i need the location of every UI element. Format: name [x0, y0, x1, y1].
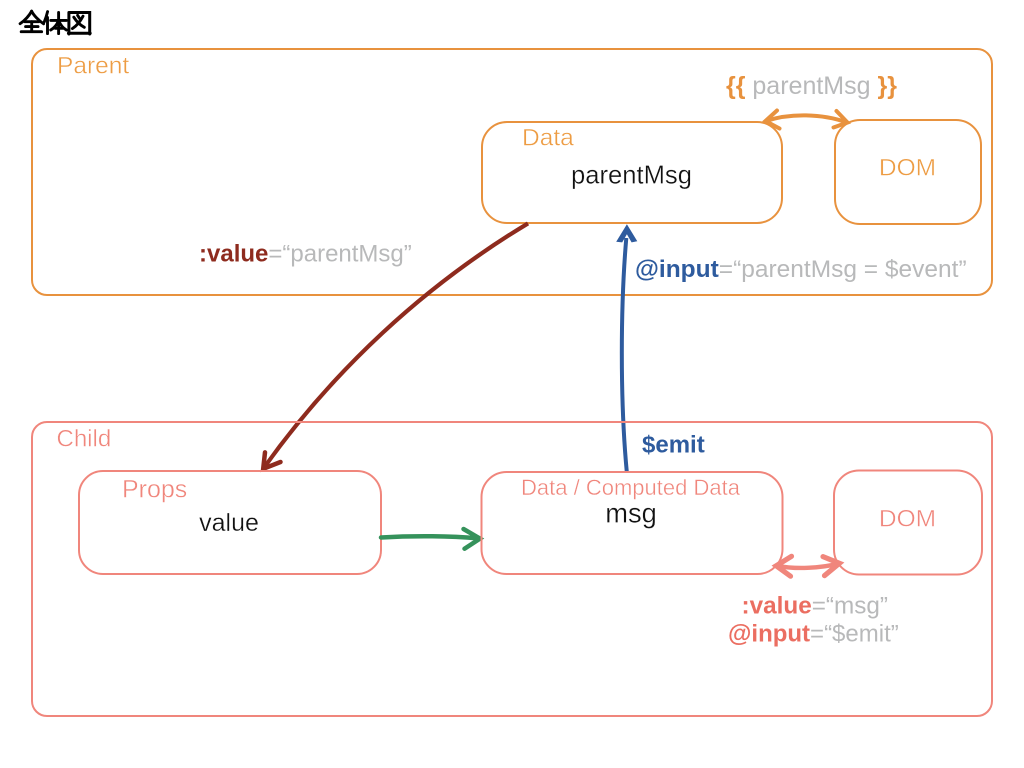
svg-text:value: value	[199, 509, 259, 537]
svg-text:msg: msg	[605, 497, 657, 528]
svg-text:@input=“$emit”: @input=“$emit”	[728, 620, 899, 647]
svg-text::value=“msg”: :value=“msg”	[742, 593, 889, 620]
svg-text:DOM: DOM	[879, 154, 936, 181]
svg-text:Props: Props	[122, 475, 187, 503]
svg-text:@input=“parentMsg = $event”: @input=“parentMsg = $event”	[635, 256, 967, 283]
svg-text:parentMsg: parentMsg	[571, 162, 692, 190]
svg-text:Data / Computed Data: Data / Computed Data	[521, 475, 741, 500]
svg-text:Parent: Parent	[57, 53, 129, 80]
svg-text::value=“parentMsg”: :value=“parentMsg”	[199, 241, 412, 268]
svg-text:Child: Child	[57, 425, 112, 452]
svg-text:Data: Data	[522, 125, 574, 152]
svg-text:$emit: $emit	[642, 432, 705, 459]
svg-text:{{ parentMsg }}: {{ parentMsg }}	[726, 72, 897, 100]
svg-text:DOM: DOM	[879, 506, 936, 533]
